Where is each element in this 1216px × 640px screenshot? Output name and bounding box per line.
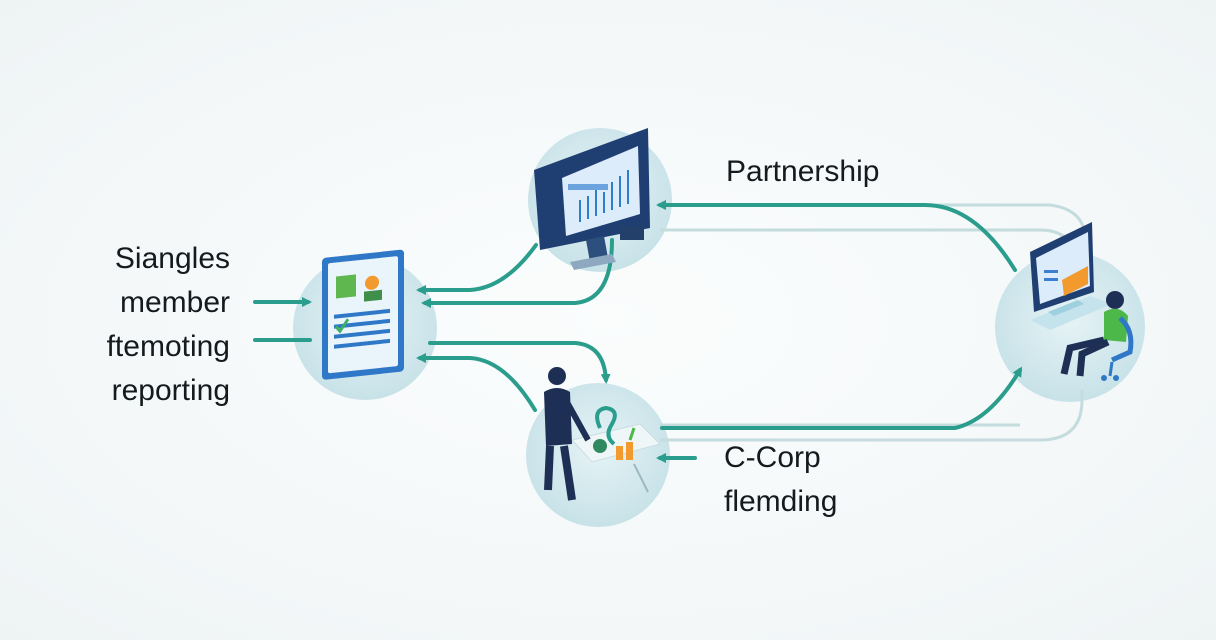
arrow-monitor-to-document — [416, 243, 538, 295]
desktop-monitor-icon — [534, 128, 650, 270]
left-label-line-4: reporting — [111, 374, 230, 407]
ccorp-label: C-Corp flemding — [724, 436, 837, 524]
arrow-presenter-to-document — [416, 353, 537, 412]
ccorp-label-line-1: C-Corp — [724, 441, 821, 474]
ccorp-label-line-2: flemding — [724, 485, 838, 518]
person-at-computer-icon — [1030, 222, 1134, 381]
left-label-line-3: ftemoting — [106, 330, 230, 363]
arrow-monitor-to-document-lower — [421, 238, 614, 308]
left-label-line-1: Siangles — [114, 242, 230, 275]
arrow-document-to-presenter — [428, 341, 611, 384]
single-member-reporting-label: Siangles member ftemoting reporting — [60, 237, 230, 413]
partnership-label: Partnership — [726, 155, 880, 188]
report-document-icon — [322, 249, 404, 380]
left-label-line-2: member — [119, 286, 230, 319]
arrow-presenter-to-workstation — [660, 366, 1023, 430]
arrow-workstation-to-monitor — [656, 200, 1017, 272]
flow-arrows — [253, 200, 1023, 463]
person-presenting-icon — [544, 367, 661, 501]
